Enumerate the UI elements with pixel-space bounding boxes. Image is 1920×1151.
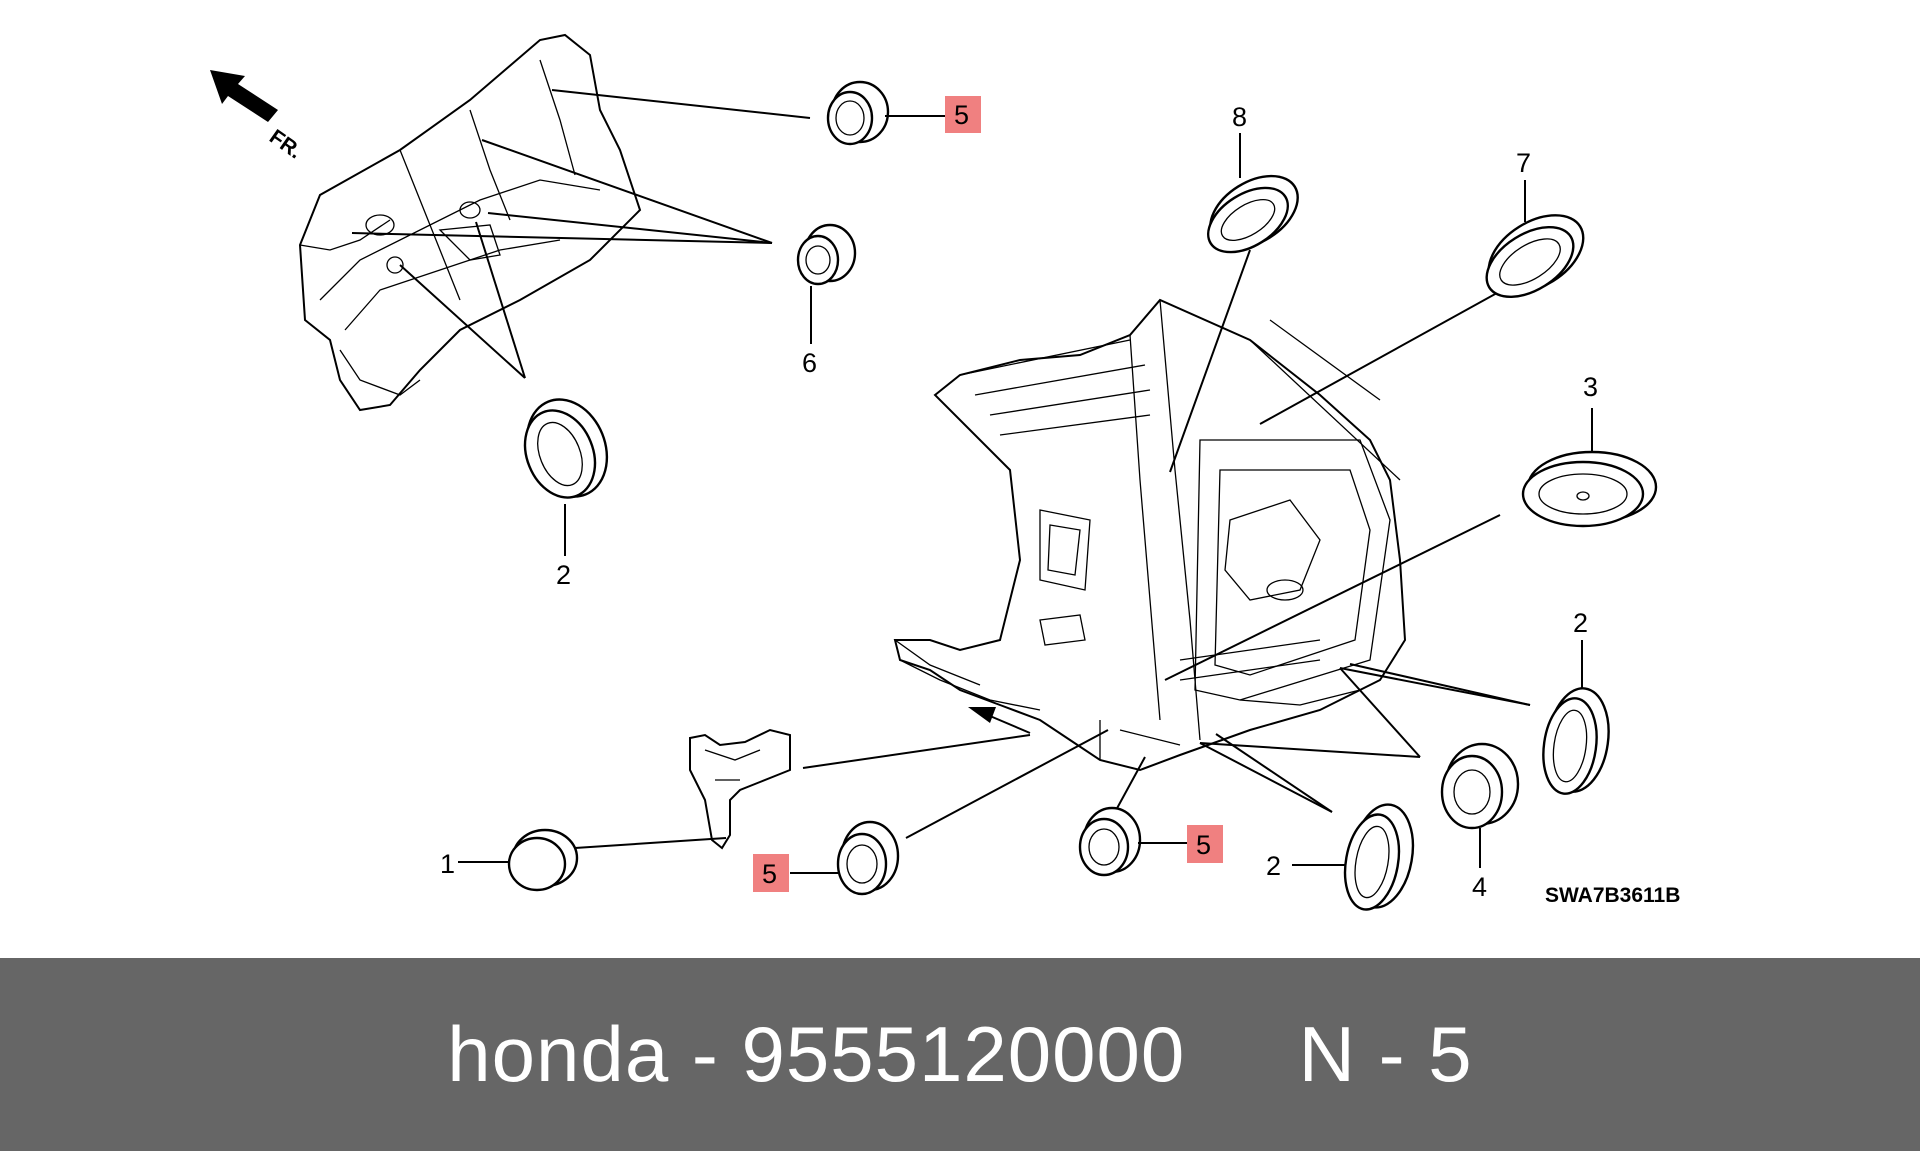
callout-2-bottom: 2 [1266,851,1281,881]
leader-lines [351,89,1536,849]
cap-1 [458,828,579,892]
callout-7: 7 [1516,148,1531,178]
callout-2-left: 2 [556,560,571,590]
callout-5-bottom-left: 5 [762,859,777,889]
parts-diagram: FR. [210,33,1680,911]
grommet-6 [796,223,857,344]
callout-5-bottom-middle-highlight [1187,825,1223,863]
oval-plug-2-left [523,398,609,556]
front-marker: FR. [265,125,306,163]
diagram-code: SWA7B3611B [1545,884,1680,907]
front-body-panel [298,33,642,412]
grommet-4 [1440,742,1520,868]
callout-8: 8 [1232,102,1247,132]
callout-5-bottom-middle: 5 [1196,830,1211,860]
position-arrow-icon [968,707,1031,734]
oval-plug-7 [1485,180,1585,298]
grommet-5-bottom-middle [1078,806,1187,877]
callout-6: 6 [802,348,817,378]
rear-body-shell [893,298,1407,772]
callout-1: 1 [440,849,455,879]
part-number-caption: honda - 9555120000 N - 5 [447,1010,1473,1098]
oval-plug-3 [1521,408,1658,528]
footer-bar: honda - 9555120000 N - 5 [0,958,1920,1151]
grommet-5-top [826,80,945,146]
oval-plug-2-right [1542,640,1610,795]
front-direction-arrow-icon: FR. [210,70,306,163]
callout-5-top: 5 [954,100,969,130]
callout-3: 3 [1583,372,1598,402]
oval-plug-8 [1207,133,1299,254]
oval-plug-2-bottom [1292,803,1415,911]
grommet-5-bottom-left [790,820,900,896]
bracket-part [689,728,791,850]
callout-2-right: 2 [1573,608,1588,638]
callout-4: 4 [1472,872,1487,902]
callout-5-top-highlight [945,96,981,133]
callout-5-bottom-left-highlight [753,854,789,892]
